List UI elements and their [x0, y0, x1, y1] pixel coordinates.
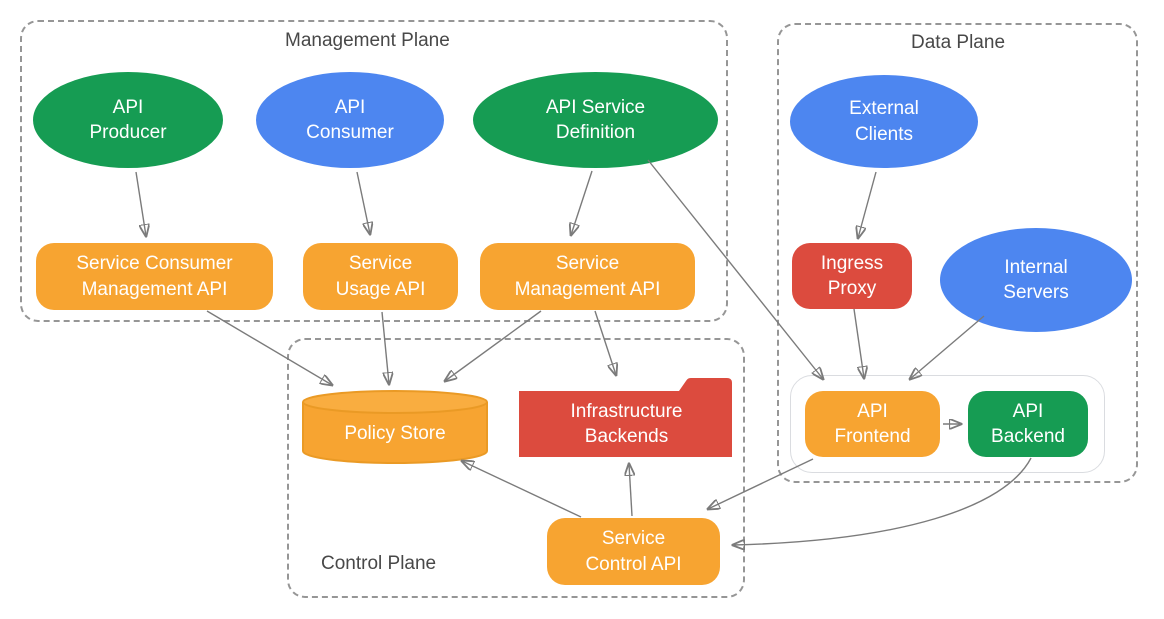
node-service-consumer-management-api-label: Service Consumer Management API	[76, 253, 233, 300]
node-api-producer-label: API Producer	[89, 96, 167, 143]
node-service-usage-api-label: Service Usage API	[335, 253, 426, 300]
node-api-backend-label: API Backend	[991, 400, 1065, 447]
node-service-management-api-label: Service Management API	[514, 253, 661, 300]
node-api-backend: API Backend	[968, 391, 1088, 457]
node-policy-store-label: Policy Store	[344, 423, 446, 445]
data-plane-title: Data Plane	[911, 32, 1006, 53]
node-api-frontend-label: API Frontend	[834, 400, 911, 447]
node-ingress-proxy-label: Ingress Proxy	[820, 252, 884, 299]
node-internal-servers-label: Internal Servers	[1003, 256, 1069, 303]
node-service-control-api: Service Control API	[547, 518, 720, 585]
node-service-consumer-management-api: Service Consumer Management API	[36, 243, 273, 310]
node-infrastructure-backends-label: Infrastructure Backends	[570, 400, 683, 447]
node-external-clients: External Clients	[790, 75, 978, 168]
node-api-consumer-label: API Consumer	[306, 96, 394, 143]
node-internal-servers: Internal Servers	[940, 228, 1132, 332]
node-infrastructure-backends: Infrastructure Backends	[519, 378, 734, 457]
node-service-control-api-label: Service Control API	[585, 528, 682, 575]
cylinder-shape	[302, 390, 488, 464]
control-plane-title: Control Plane	[321, 553, 437, 574]
node-api-service-definition-label: API Service Definition	[545, 96, 646, 143]
node-ingress-proxy: Ingress Proxy	[792, 243, 912, 309]
node-policy-store: Policy Store	[300, 389, 490, 466]
node-api-producer: API Producer	[33, 72, 223, 168]
node-service-management-api: Service Management API	[480, 243, 695, 310]
node-api-consumer: API Consumer	[256, 72, 444, 168]
folder-shape	[519, 378, 732, 457]
management-plane-title: Management Plane	[285, 30, 450, 51]
node-service-usage-api: Service Usage API	[303, 243, 458, 310]
node-api-service-definition: API Service Definition	[473, 72, 718, 168]
node-api-frontend: API Frontend	[805, 391, 940, 457]
node-external-clients-label: External Clients	[849, 98, 919, 145]
